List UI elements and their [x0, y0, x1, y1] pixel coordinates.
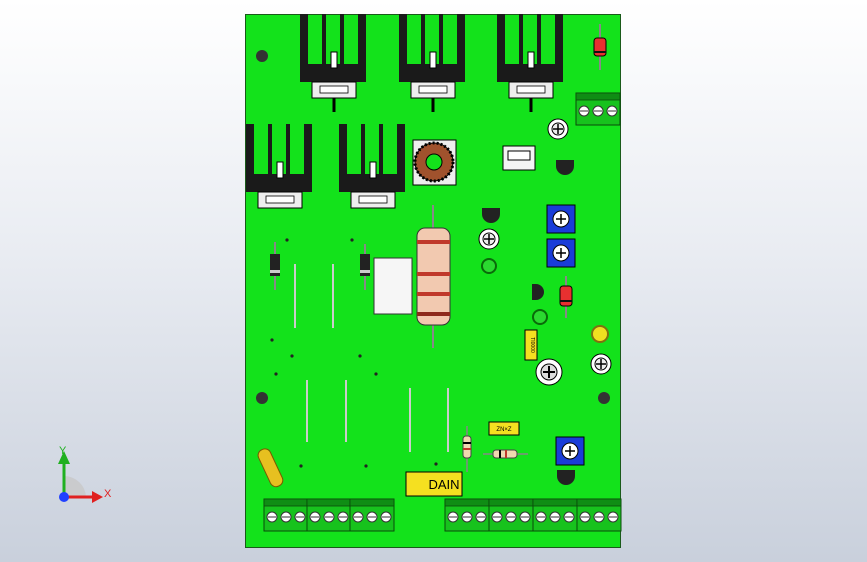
resistor-icon: [462, 426, 472, 472]
terminal-block-icon: [576, 498, 622, 532]
svg-text:TI0000: TI0000: [529, 337, 535, 353]
x-axis-label: X: [104, 488, 112, 500]
side-chip: TI0000: [524, 329, 538, 361]
heatsink-icon: [299, 13, 367, 99]
trimmer-pot-icon: [546, 238, 576, 268]
small-chip: ZN×Z: [488, 421, 520, 436]
diode-icon: [593, 24, 607, 70]
heatsink-icon: [398, 13, 466, 99]
terminal-block-icon: [488, 498, 534, 532]
transistor-icon: [557, 470, 575, 485]
heatsink-icon: [245, 123, 313, 209]
vias: [270, 238, 438, 468]
diode-icon: [270, 242, 280, 290]
toroid-inductor-icon: [412, 139, 457, 186]
trimmer-pot-icon: [555, 436, 585, 466]
terminal-block-icon: [349, 498, 395, 532]
mount-hole: [256, 392, 268, 404]
capacitor-icon: [257, 448, 284, 488]
trimmer-pot-icon: [590, 353, 612, 375]
terminal-block-icon: [263, 498, 309, 532]
led-icon: [532, 309, 548, 325]
film-capacitor-icon: [373, 257, 413, 315]
heatsink-icon: [496, 13, 564, 99]
connector-header: [502, 145, 536, 171]
transistor-icon: [532, 284, 544, 300]
diode-icon: [360, 244, 370, 290]
trimmer-pot-icon: [547, 118, 569, 140]
terminal-block-icon: [444, 498, 490, 532]
trimmer-pot-icon: [535, 358, 563, 386]
trimmer-pot-icon: [546, 204, 576, 234]
ic-chip: DAIN: [405, 471, 463, 497]
y-axis-label: Y: [59, 445, 67, 457]
heatsink-icon: [338, 123, 406, 209]
svg-text:DAIN: DAIN: [428, 477, 459, 492]
resistor-icon: [416, 205, 451, 348]
transistor-icon: [482, 208, 500, 223]
axis-triad: Y X: [58, 445, 112, 503]
svg-text:ZN×Z: ZN×Z: [496, 427, 512, 433]
wire-jumpers: [294, 264, 449, 452]
diode-icon: [559, 276, 573, 318]
terminal-block-icon: [575, 92, 621, 126]
led-icon: [481, 258, 497, 274]
transistor-icon: [556, 160, 574, 175]
mount-hole: [598, 392, 610, 404]
resistor-icon: [483, 449, 528, 459]
mount-hole: [256, 50, 268, 62]
terminal-block-icon: [306, 498, 352, 532]
trimmer-pot-icon: [478, 228, 500, 250]
led-icon: [591, 325, 609, 343]
terminal-block-icon: [532, 498, 578, 532]
